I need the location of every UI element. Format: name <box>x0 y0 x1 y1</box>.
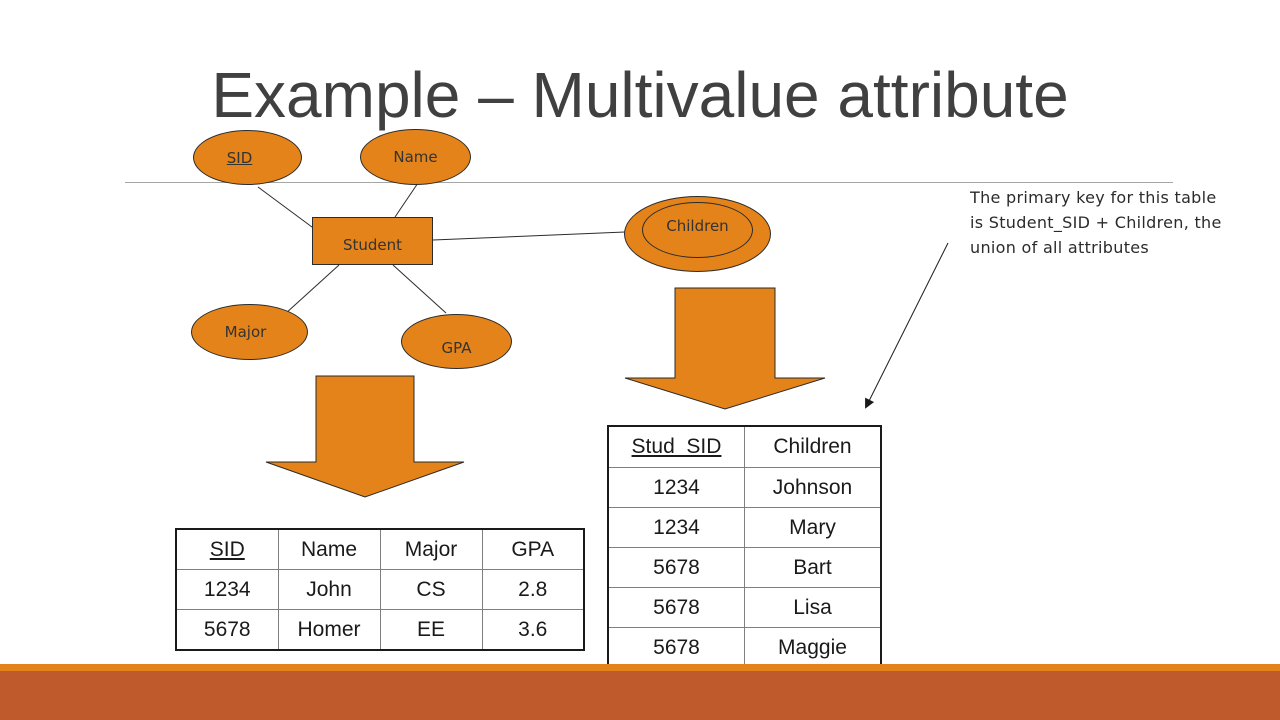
connector-name <box>394 179 421 218</box>
primary-key-note: The primary key for this table is Studen… <box>970 188 1222 257</box>
table-cell: Johnson <box>744 467 882 508</box>
connector-gpa <box>392 264 447 314</box>
table-cell: Mary <box>744 507 882 548</box>
table-cell: 1234 <box>175 569 279 610</box>
down-arrow-student <box>265 375 465 498</box>
attribute-sid-label: SID <box>226 148 253 167</box>
column-header: Major <box>379 528 483 570</box>
entity-student: Student <box>312 217 433 265</box>
attribute-name: Name <box>360 129 471 185</box>
table-cell: John <box>277 569 381 610</box>
attribute-major-label: Major <box>224 323 267 341</box>
table-cell: Lisa <box>744 587 882 628</box>
connector-sid <box>257 186 317 231</box>
table-cell: 2.8 <box>481 569 585 610</box>
table-cell: 3.6 <box>481 609 585 651</box>
table-cell: EE <box>379 609 483 651</box>
table-row: 5678 Bart <box>607 547 882 588</box>
footer-bar <box>0 671 1280 720</box>
table-row: 5678 Maggie <box>607 627 882 669</box>
title-divider <box>125 182 1173 183</box>
down-arrow-children <box>624 287 826 410</box>
table-cell: Bart <box>744 547 882 588</box>
attribute-gpa-label: GPA <box>441 338 472 357</box>
table-cell: 5678 <box>607 627 745 669</box>
table-cell: Maggie <box>744 627 882 669</box>
table-cell: 5678 <box>175 609 279 651</box>
table-cell: CS <box>379 569 483 610</box>
column-header: Stud_SID <box>607 425 745 468</box>
attribute-children-inner-ring: Children <box>642 202 753 258</box>
table-row: 5678 Lisa <box>607 587 882 628</box>
column-header: Children <box>744 425 882 468</box>
table-cell: 5678 <box>607 587 745 628</box>
slide-title: Example – Multivalue attribute <box>211 59 1069 131</box>
footer-accent-line <box>0 664 1280 671</box>
column-header: Name <box>277 528 381 570</box>
table-row: 5678 Homer EE 3.6 <box>175 609 585 651</box>
student-table: SID Name Major GPA 1234 John CS 2.8 5678… <box>175 528 585 651</box>
attribute-major: Major <box>191 304 308 360</box>
table-header-row: Stud_SID Children <box>607 425 882 468</box>
note-pointer-arrow <box>865 242 949 409</box>
table-row: 1234 John CS 2.8 <box>175 569 585 610</box>
attribute-name-label: Name <box>393 148 438 166</box>
attribute-children-label: Children <box>666 217 729 235</box>
table-row: 1234 Johnson <box>607 467 882 508</box>
attribute-children-multivalued: Children <box>624 196 771 272</box>
attribute-gpa: GPA <box>401 314 512 369</box>
table-cell: Homer <box>277 609 381 651</box>
table-row: 1234 Mary <box>607 507 882 548</box>
column-header: SID <box>175 528 279 570</box>
connector-children <box>432 231 626 241</box>
table-cell: 1234 <box>607 467 745 508</box>
column-header: GPA <box>481 528 585 570</box>
table-cell: 5678 <box>607 547 745 588</box>
connector-major <box>284 264 340 315</box>
entity-student-label: Student <box>342 236 403 254</box>
attribute-sid: SID <box>193 130 302 185</box>
children-table: Stud_SID Children 1234 Johnson 1234 Mary… <box>607 425 882 669</box>
table-header-row: SID Name Major GPA <box>175 528 585 570</box>
table-cell: 1234 <box>607 507 745 548</box>
